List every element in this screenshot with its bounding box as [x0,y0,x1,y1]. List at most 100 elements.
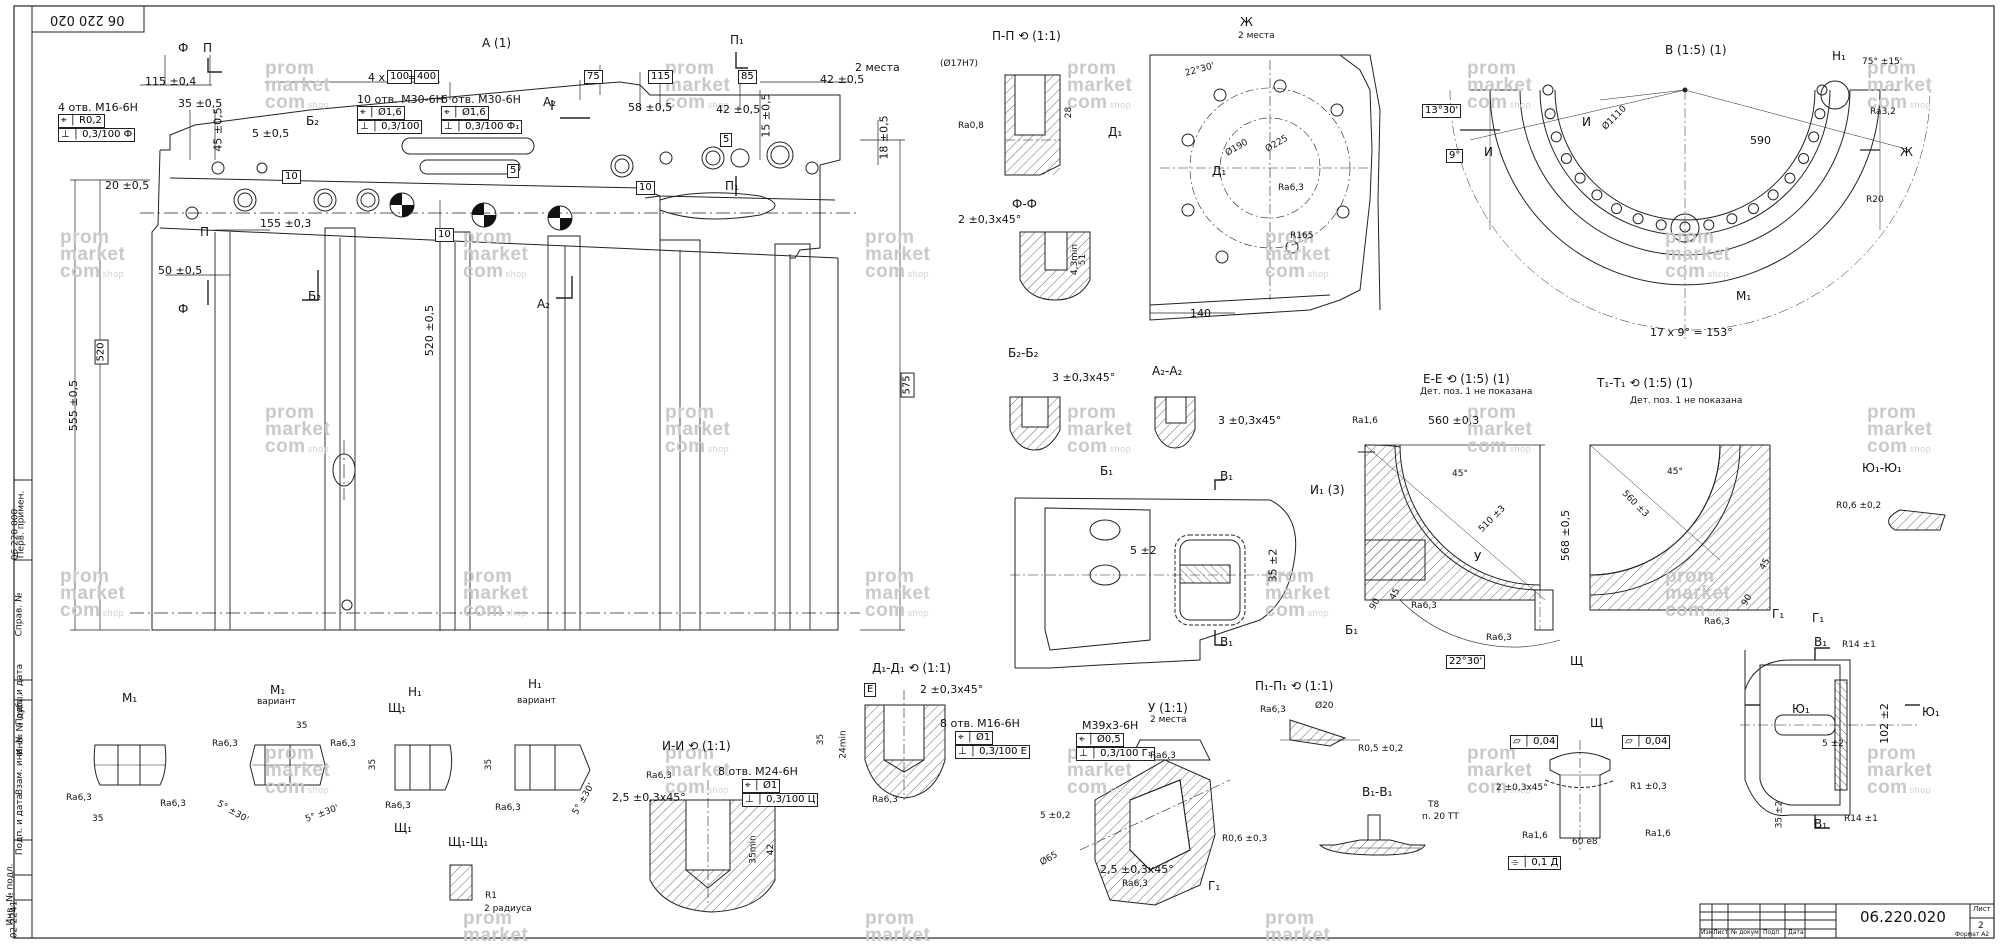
watermark-text: market [1467,419,1533,440]
watermark-text: com [1867,436,1908,457]
section-marker: Н₁ [1832,49,1846,63]
tolerance-frame: ⌖ │ R0,2 [58,114,105,128]
surface-roughness: Ra6,3 [160,799,186,809]
section-marker: В₁ [1814,817,1828,831]
watermark-text: prom [865,908,915,929]
watermark-text: shop [307,444,330,454]
surface-roughness: Ra6,3 [495,803,521,813]
section-marker: П [200,225,210,239]
view-title: Щ [1590,716,1604,730]
view-title: И-И ⟲ (1:1) [662,739,731,753]
dimension-box: 22°30' [1446,655,1486,669]
dimension: 17 x 9° = 153° [1650,326,1733,339]
surface-roughness: Ra6,3 [330,739,356,749]
sheet-number: 2 [1978,921,1984,931]
watermark-text: shop [1109,444,1132,454]
dimension: 520 ±0,5 [423,304,437,357]
watermark-text: prom [1067,402,1117,423]
watermark-text: prom [463,908,513,929]
watermark-text: market [265,419,331,440]
bolt-hole [1679,221,1691,233]
dimension: 140 [1190,307,1211,320]
surface-roughness: Ra6,3 [1150,751,1176,761]
watermark-text: prom [665,743,715,764]
sheet-label: Лист [1973,905,1991,913]
dimension-box: 85 [738,70,757,84]
dimension: 75° ±15' [1862,57,1903,67]
surface-roughness: Ra0,8 [958,121,984,131]
dimension: 35 [296,721,308,731]
bolt-hole [1574,172,1586,184]
section-marker: Ж [1900,145,1913,159]
watermark-text: prom [1867,743,1917,764]
bolt-hole [1767,189,1779,201]
view-title: Ж [1240,15,1253,29]
watermark-text: shop [707,100,730,110]
bolt-hole [1632,213,1644,225]
watermark-text: shop [307,100,330,110]
dimension: 50 ±0,5 [158,264,203,277]
surface-roughness: Ra6,3 [66,793,92,803]
view-title: Ф-Ф [1012,197,1037,211]
dimension-box: 400 [414,70,440,84]
watermark-text: prom [865,227,915,248]
watermark-text: prom [265,402,315,423]
view-note: вариант [257,697,297,707]
dimension: 6 отв. М30-6Н [441,93,521,106]
dimension: 35 [368,758,379,771]
surface-roughness: Ra6,3 [1278,183,1304,193]
watermark-text: market [463,244,529,265]
tolerance-frame: ⊥ │ 0,3/100 Ф₁ [441,120,523,134]
watermark-text: market [865,583,931,604]
dimension: 560 ±0,3 [1428,414,1480,427]
watermark-text: prom [60,227,110,248]
view-title: Г₁ [1812,611,1825,625]
section-marker: Ю₁ [1922,705,1940,719]
watermark-text: shop [1509,100,1532,110]
dimension-box: 9° [1446,149,1464,163]
watermark-text: com [865,600,906,621]
surface-roughness: Ra6,3 [1486,633,1512,643]
watermark-text: prom [1265,227,1315,248]
dimension: 2 ±0,3x45° [920,683,984,696]
watermark-text: com [265,777,306,798]
side-strip-label: Подп. и дата [15,663,26,726]
watermark-text: com [865,261,906,282]
dimension-note: 2 места [855,61,900,74]
dimension: 2 ±0,3x45° [1496,783,1548,793]
watermark-text: shop [102,608,125,618]
section-marker: П₁ [725,179,739,193]
dimension: 4 отв. М16-6Н [58,101,138,114]
watermark-text: market [463,925,529,946]
view-title: Т₁-Т₁ ⟲ (1:5) (1) [1597,376,1693,390]
dimension: 35 [816,733,827,746]
dimension: 5 ±0,2 [1040,811,1071,821]
watermark-text: com [60,600,101,621]
bolt-hole [1808,131,1820,143]
dimension: п. 20 ТТ [1422,812,1459,822]
watermark-text: shop [307,785,330,795]
surface-roughness: Ra6,3 [385,801,411,811]
dimension: 102 ±2 [1877,703,1891,744]
watermark-text: market [60,244,126,265]
bolt-hole [1544,108,1556,120]
watermark-text: shop [505,608,528,618]
dimension: R14 ±1 [1844,814,1878,824]
watermark-text: shop [1109,100,1132,110]
dimension-box: 75 [584,70,603,84]
watermark-text: shop [505,269,528,279]
dimension: Т8 [1428,800,1440,810]
dimension-box: 100 [387,70,413,84]
dimension: 58 ±0,5 [628,101,673,114]
surface-roughness: Ra6,3 [872,795,898,805]
dimension-box: 575 [900,372,915,398]
